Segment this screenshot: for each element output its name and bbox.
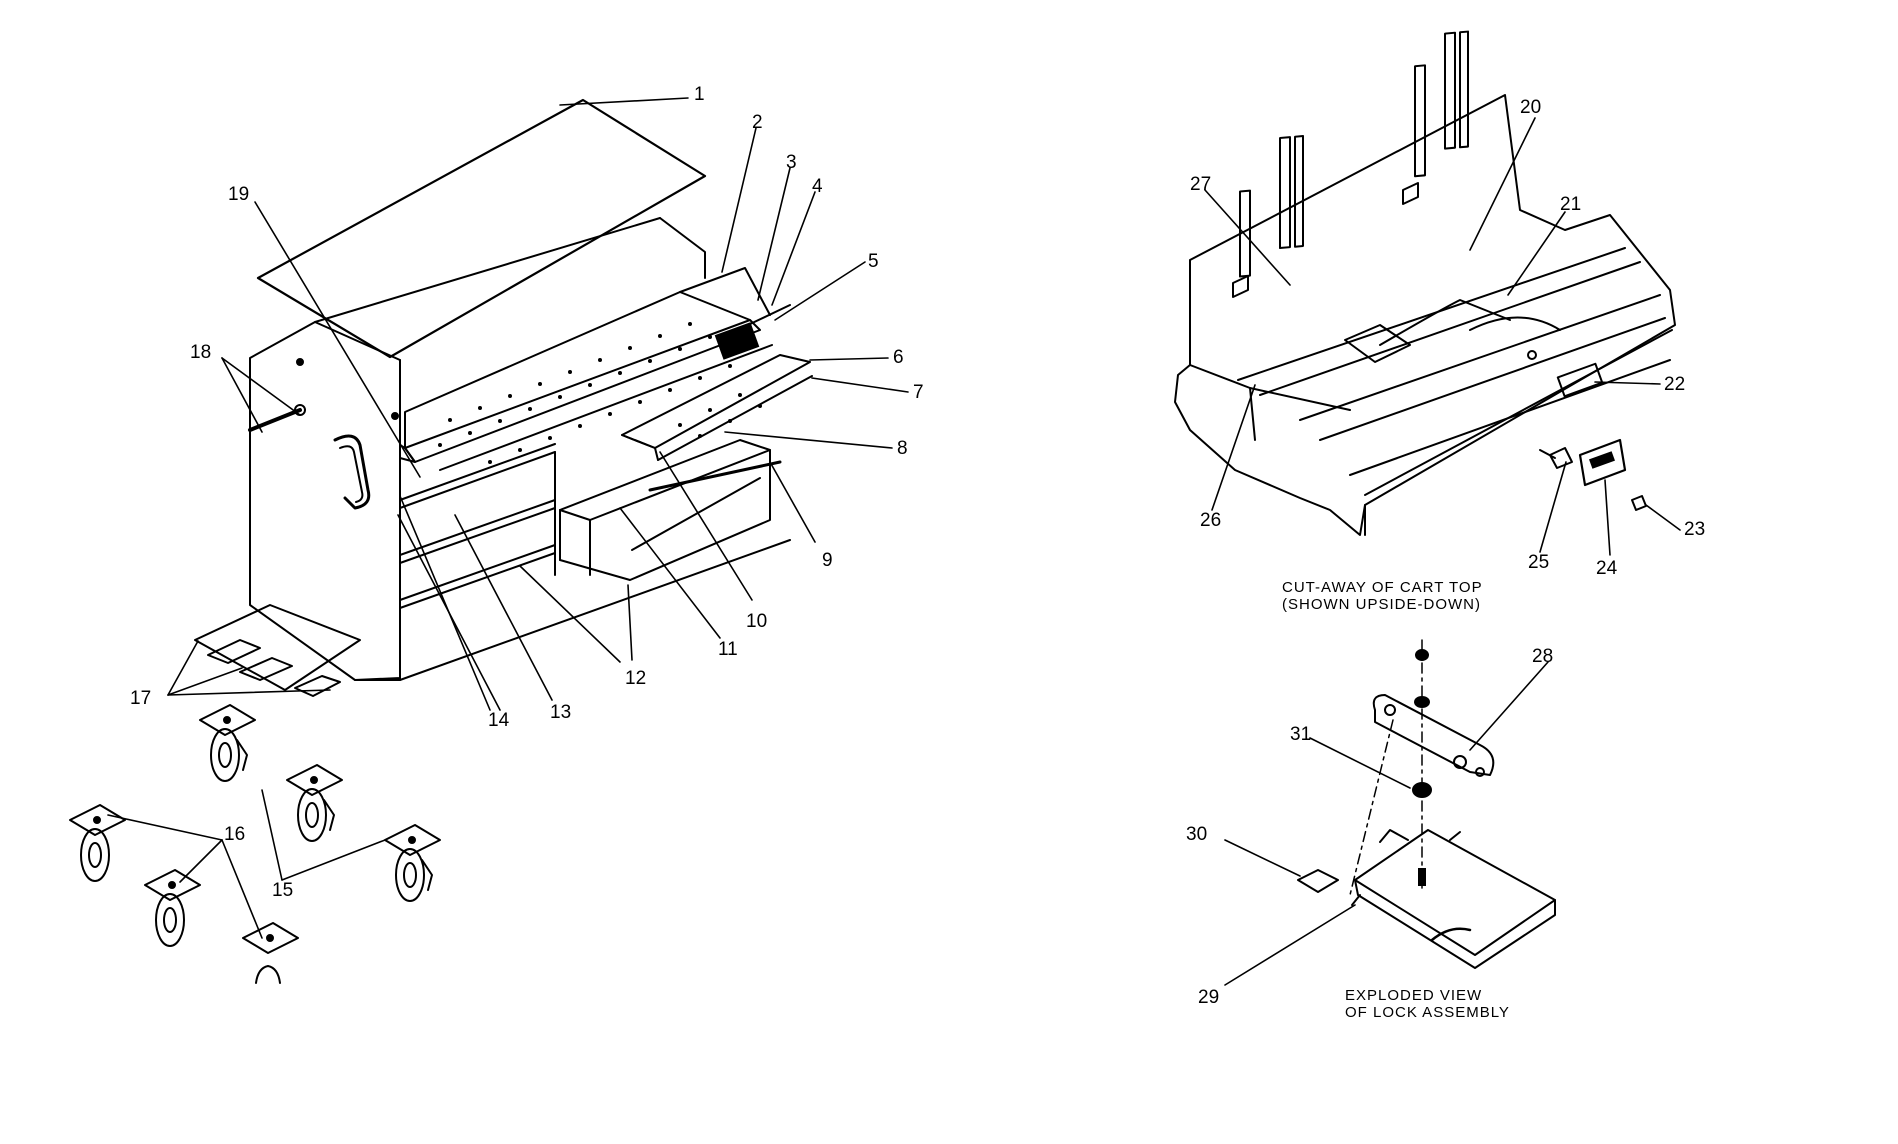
part-label-20: 20 xyxy=(1520,97,1541,118)
part-label-8: 8 xyxy=(897,438,908,459)
part-label-21: 21 xyxy=(1560,194,1581,215)
part-label-26: 26 xyxy=(1200,510,1221,531)
part-label-19: 19 xyxy=(228,184,249,205)
leader-lines-left xyxy=(107,97,909,939)
part-label-29: 29 xyxy=(1198,987,1219,1008)
part-label-14: 14 xyxy=(488,710,510,731)
caption-cart-top-line2: (SHOWN UPSIDE-DOWN) xyxy=(1282,596,1481,613)
caption-lock-line1: EXPLODED VIEW xyxy=(1345,987,1482,1004)
caster xyxy=(144,869,201,947)
side-handle xyxy=(333,434,371,510)
part-label-9: 9 xyxy=(822,550,833,571)
latch-bracket xyxy=(1549,447,1573,469)
pegboard-holes xyxy=(438,322,732,464)
part-label-16: 16 xyxy=(224,824,245,845)
part-label-13: 13 xyxy=(550,702,571,723)
side-tray xyxy=(621,354,811,449)
part-label-1: 1 xyxy=(694,84,705,105)
cutaway-outline xyxy=(1174,94,1676,536)
part-label-30: 30 xyxy=(1186,824,1207,845)
caster xyxy=(242,922,299,984)
caption-cart-top-line1: CUT-AWAY OF CART TOP xyxy=(1282,579,1483,596)
caster xyxy=(199,704,256,782)
drawer-fronts xyxy=(399,443,556,609)
part-label-7: 7 xyxy=(913,382,924,403)
part-label-5: 5 xyxy=(868,251,879,272)
part-label-4: 4 xyxy=(812,176,823,197)
captions: CUT-AWAY OF CART TOP (SHOWN UPSIDE-DOWN)… xyxy=(1282,579,1510,1021)
caster xyxy=(286,764,343,842)
part-label-23: 23 xyxy=(1684,519,1705,540)
part-label-25: 25 xyxy=(1528,552,1549,573)
lock-assembly-exploded xyxy=(1224,639,1556,986)
part-label-10: 10 xyxy=(746,611,767,632)
caster xyxy=(384,824,441,902)
lock-base-plate xyxy=(1354,829,1556,956)
part-label-28: 28 xyxy=(1532,646,1553,667)
tool-cart-assembly xyxy=(69,97,909,984)
part-label-11: 11 xyxy=(718,639,738,660)
lock-lever xyxy=(1372,694,1495,776)
part-label-18: 18 xyxy=(190,342,211,363)
leader-lines-lock xyxy=(1224,661,1549,986)
base-plate xyxy=(194,604,361,691)
leader-lines-cutaway xyxy=(1204,117,1681,556)
part-label-31: 31 xyxy=(1290,724,1311,745)
part-label-6: 6 xyxy=(893,347,904,368)
part-labels: 1 2 3 4 5 6 7 8 9 10 11 12 13 14 15 16 1… xyxy=(130,84,1705,1008)
latch-button xyxy=(1578,438,1627,487)
part-label-15: 15 xyxy=(272,880,293,901)
lock-clip xyxy=(1297,869,1339,893)
caster xyxy=(69,804,126,882)
caption-lock-line2: OF LOCK ASSEMBLY xyxy=(1345,1004,1510,1021)
part-label-3: 3 xyxy=(786,152,797,173)
cart-top-cutaway xyxy=(1174,30,1681,556)
lock-plate xyxy=(1344,324,1411,363)
part-label-22: 22 xyxy=(1664,374,1685,395)
part-label-17: 17 xyxy=(130,688,151,709)
part-label-24: 24 xyxy=(1596,558,1618,579)
lock-rods xyxy=(1232,30,1469,298)
top-mat xyxy=(256,98,707,359)
cart-top-rear-edge xyxy=(659,217,706,279)
part-label-2: 2 xyxy=(752,112,763,133)
part-label-27: 27 xyxy=(1190,174,1211,195)
part-label-12: 12 xyxy=(625,668,646,689)
